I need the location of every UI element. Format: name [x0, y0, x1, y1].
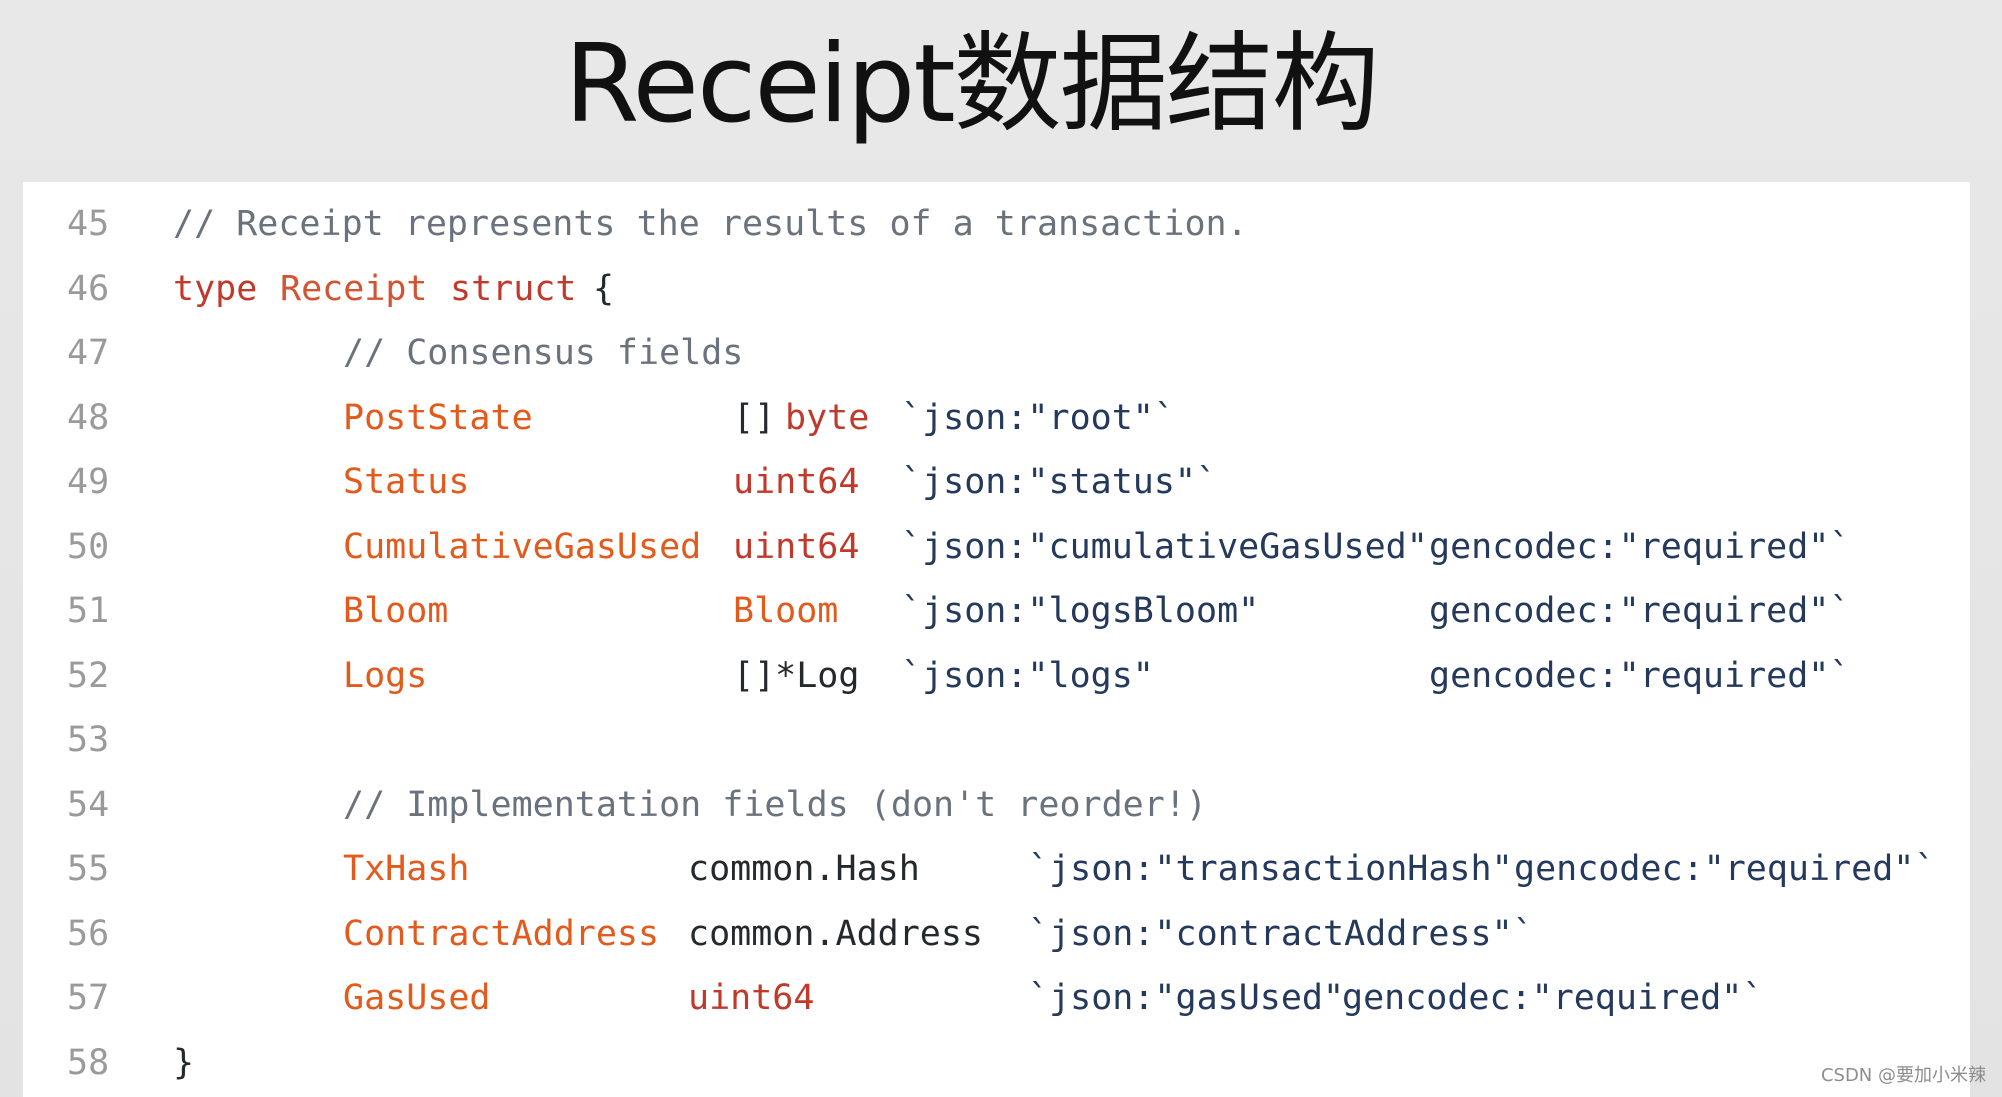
code-line: 50 CumulativeGasUsed uint64 `json:"cumulati…: [23, 515, 1970, 579]
code-token-keyword: uint64: [733, 526, 860, 567]
code-panel: 45 // Receipt represents the results of a…: [23, 182, 1970, 1097]
code-token-plain: common.Hash: [688, 849, 920, 889]
line-number: 49: [67, 462, 110, 502]
code-token-tag: `json:"logs": [901, 655, 1154, 696]
slide-title: Receipt数据结构: [564, 22, 1379, 147]
code-token-plain: common.Address: [688, 913, 984, 954]
code-line: 49 Status uint64 `json:"status"`: [23, 450, 1970, 514]
line-number: 56: [67, 913, 110, 954]
code-token-plain: []: [733, 397, 776, 438]
line-number: 45: [67, 204, 110, 244]
code-token-field: PostState: [343, 397, 533, 438]
code-line: 46 type Receipt struct {: [23, 257, 1970, 321]
code-token-plain: {: [593, 268, 615, 309]
code-line: 56 ContractAddress common.Address `json:"co…: [23, 902, 1970, 966]
code-token-tag: `json:"gasUsed": [1028, 978, 1345, 1018]
code-token-field: CumulativeGasUsed: [343, 526, 702, 567]
code-token-tag: gencodec:"required"`: [1429, 591, 1851, 631]
line-number: 47: [67, 333, 110, 373]
code-token-tag: `json:"logsBloom": [901, 591, 1260, 631]
code-token-tag: gencodec:"required"`: [1429, 526, 1851, 567]
code-token-field: ContractAddress: [343, 913, 660, 954]
line-number: 55: [67, 849, 110, 889]
line-number: 53: [67, 720, 110, 760]
line-number: 46: [67, 268, 110, 309]
code-token-keyword: uint64: [733, 462, 860, 502]
code-token-field: TxHash: [343, 849, 470, 889]
watermark: CSDN @要加小米辣: [1820, 1065, 1986, 1086]
line-number: 48: [67, 397, 110, 438]
code-token-keyword: struct: [450, 268, 577, 309]
line-number: 51: [67, 591, 110, 631]
code-token-keyword: byte: [785, 397, 870, 438]
code-line: 58}: [23, 1031, 1970, 1095]
code-token-tag: `json:"transactionHash": [1028, 849, 1513, 889]
code-line: 51 Bloom Bloom `json:"logsBloom" gencodec:"r…: [23, 579, 1970, 643]
code-token-field: GasUsed: [343, 978, 491, 1018]
code-token-tag: `json:"status"`: [901, 462, 1218, 502]
code-token-plain: }: [173, 1042, 195, 1083]
code-line: 54 // Implementation fields (don't reorde…: [23, 773, 1970, 837]
code-token-keyword: uint64: [688, 978, 815, 1018]
code-token-comment: // Receipt represents the results of a t…: [173, 204, 1248, 244]
code-line: 57 GasUsed uint64 `json:"gasUsed"gencodec:"…: [23, 966, 1970, 1030]
code-token-typename: Receipt: [280, 268, 428, 309]
line-number: 58: [67, 1042, 110, 1083]
code-token-comment: // Consensus fields: [343, 333, 744, 373]
code-token-plain: []*Log: [733, 655, 860, 696]
code-token-field: Bloom: [343, 591, 449, 631]
code-token-tag: gencodec:"required"`: [1514, 849, 1936, 889]
code-token-tag: `json:"cumulativeGasUsed": [901, 526, 1428, 567]
code-token-keyword: type: [173, 268, 258, 309]
code-token-field: Status: [343, 462, 470, 502]
code-line: 55 TxHash common.Hash `json:"transactionHas…: [23, 837, 1970, 901]
code-token-tag: gencodec:"required"`: [1342, 978, 1764, 1018]
code-line: 45 // Receipt represents the results of a…: [23, 192, 1970, 256]
code-token-field: Logs: [343, 655, 428, 696]
line-number: 54: [67, 784, 110, 825]
code-token-field: Bloom: [733, 591, 839, 631]
line-number: 50: [67, 526, 110, 567]
code-token-comment: // Implementation fields (don't reorder!…: [343, 784, 1207, 825]
line-number: 52: [67, 655, 110, 696]
code-line: 53: [23, 708, 1970, 772]
code-token-tag: `json:"root"`: [901, 397, 1175, 438]
code-token-tag: gencodec:"required"`: [1429, 655, 1851, 696]
code-token-tag: `json:"contractAddress"`: [1028, 913, 1534, 954]
line-number: 57: [67, 978, 110, 1018]
code-line: 48 PostState []byte `json:"root"`: [23, 386, 1970, 450]
code-line: 52 Logs []*Log `json:"logs" gencodec:"requir…: [23, 644, 1970, 708]
code-line: 47 // Consensus fields: [23, 321, 1970, 385]
